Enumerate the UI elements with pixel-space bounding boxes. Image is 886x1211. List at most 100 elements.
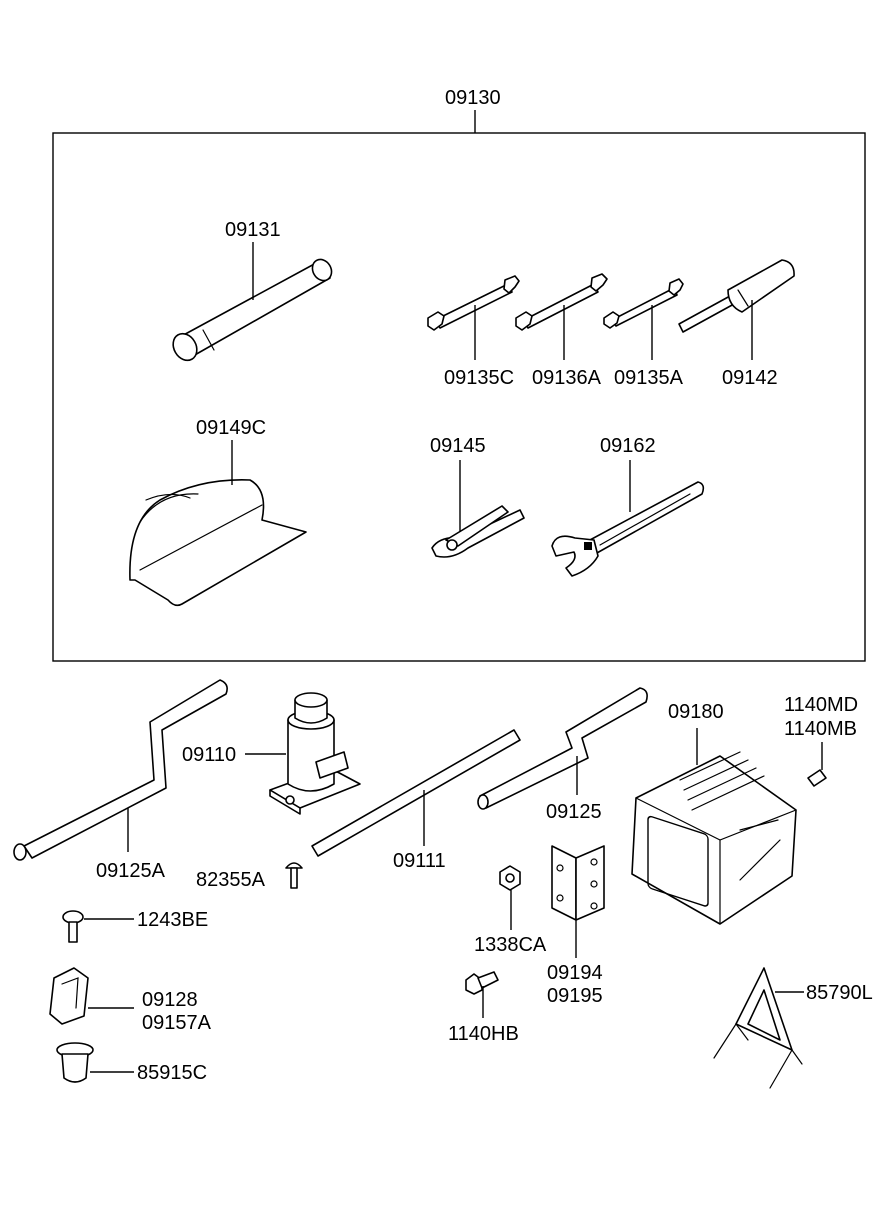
screwdriver-shaft <box>678 295 735 333</box>
label-09131: 09131 <box>225 219 281 241</box>
tray-side-ribs <box>739 819 781 881</box>
spanner-09135a-body <box>611 287 678 327</box>
crank-handle-end <box>13 843 27 861</box>
triangle-leg-3 <box>769 1049 793 1089</box>
label-09125: 09125 <box>546 801 602 823</box>
pliers-pivot <box>446 539 458 551</box>
spanner-09136a-jaw-left <box>515 311 533 331</box>
tool-bag-strap <box>139 493 199 523</box>
pliers-jaw-a <box>431 509 525 558</box>
socket-wrench-collar <box>202 329 215 351</box>
triangle-leg-1 <box>713 1023 737 1059</box>
label-09110: 09110 <box>182 744 236 766</box>
jack-bolt: 82355A <box>196 862 303 891</box>
adjustable-wrench: 09162 <box>551 435 705 577</box>
jack-cylinder <box>287 719 335 792</box>
grommet-body <box>61 1053 89 1083</box>
label-85790l: 85790L <box>806 982 873 1004</box>
label-1338ca: 1338CA <box>474 934 547 956</box>
jack-bolt-shank <box>290 867 298 889</box>
label-09194: 09194 <box>547 962 603 984</box>
warning-triangle: 85790L <box>713 967 873 1089</box>
tray-bolt: 1140MD 1140MB <box>784 694 858 787</box>
bracket-hole-5 <box>590 902 598 910</box>
bottle-jack: 09110 <box>182 692 361 815</box>
spanner-09135a-jaw-left <box>603 311 620 329</box>
label-09128: 09128 <box>142 989 198 1011</box>
label-09136a: 09136A <box>532 367 602 389</box>
bracket-right-plate <box>575 845 605 921</box>
screw-1243be: 1243BE <box>62 909 208 943</box>
spanner-09135c: 09135C <box>427 275 520 389</box>
label-09130: 09130 <box>445 87 501 109</box>
crank-handle: 09125A <box>13 679 228 882</box>
bracket: 09194 09195 <box>547 845 605 1007</box>
bracket-hole-2 <box>556 894 564 902</box>
label-09135c: 09135C <box>444 367 514 389</box>
jack-handle-end <box>477 794 489 810</box>
spanner-09135c-jaw-right <box>503 275 520 294</box>
socket-wrench-head <box>172 332 198 362</box>
label-1140hb: 1140HB <box>448 1023 519 1045</box>
screwdriver: 09142 <box>678 259 795 389</box>
adj-wrench-handle <box>574 481 705 559</box>
pliers: 09145 <box>430 435 525 558</box>
spanner-09136a-jaw-right <box>590 273 608 292</box>
socket-wrench: 09131 <box>172 219 333 362</box>
screw-1243be-shank <box>68 921 78 943</box>
label-09157a: 09157A <box>142 1012 212 1034</box>
label-09162: 09162 <box>600 435 656 457</box>
triangle-leg-4 <box>791 1049 803 1065</box>
label-09180: 09180 <box>668 701 724 723</box>
spanner-09135c-jaw-left <box>427 311 445 331</box>
label-1243be: 1243BE <box>137 909 208 931</box>
label-09145: 09145 <box>430 435 486 457</box>
tool-kit-frame <box>52 132 866 662</box>
tool-bag-tie <box>145 493 191 501</box>
jack-handle: 09125 <box>477 687 648 823</box>
socket-wrench-end <box>311 258 333 282</box>
spanner-09135a-jaw-right <box>668 278 684 296</box>
grommet: 85915C <box>56 1042 207 1084</box>
triangle-inner <box>747 989 781 1041</box>
label-1140mb: 1140MB <box>784 718 857 740</box>
tool-kit-group: 09130 <box>52 87 866 662</box>
label-09135a: 09135A <box>614 367 684 389</box>
jack-rod-body <box>311 729 521 857</box>
jack-pump <box>315 751 349 779</box>
spanner-09136a: 09136A <box>515 273 608 389</box>
bracket-hole-4 <box>590 880 598 888</box>
tool-bag: 09149C <box>129 417 307 607</box>
bolt-1140hb: 1140HB <box>448 971 519 1045</box>
jack-rod: 09111 <box>311 729 521 872</box>
label-85915c: 85915C <box>137 1062 207 1084</box>
bolt-1140hb-shank <box>477 971 499 989</box>
label-1140md: 1140MD <box>784 694 858 716</box>
tray-bolt-head <box>807 769 827 787</box>
tool-bag-fold <box>139 504 263 571</box>
triangle-leg-2 <box>735 1023 749 1041</box>
adj-wrench-screw <box>584 542 592 550</box>
nut-1338ca-hole <box>505 873 515 883</box>
adj-wrench-slot <box>599 493 691 546</box>
tray-top-slots <box>679 751 765 811</box>
jack-handle-rod <box>479 687 648 809</box>
label-09149c: 09149C <box>196 417 266 439</box>
jack-tray: 09180 <box>631 701 797 925</box>
bracket-hole-3 <box>590 858 598 866</box>
tray-outline <box>631 755 797 925</box>
crank-handle-rod <box>23 679 228 859</box>
socket-wrench-shaft <box>177 261 331 357</box>
screwdriver-handle <box>727 259 795 313</box>
spanner-09135c-body <box>434 283 513 329</box>
label-09195: 09195 <box>547 985 603 1007</box>
screwdriver-ferrule <box>737 289 749 307</box>
jack-ram-top <box>294 692 328 708</box>
tool-bag-body <box>129 479 307 607</box>
nut-1338ca: 1338CA <box>474 865 547 956</box>
tray-front-window <box>647 815 709 907</box>
clip: 09128 09157A <box>49 967 212 1034</box>
clip-body <box>49 967 89 1025</box>
bracket-hole-1 <box>556 864 564 872</box>
